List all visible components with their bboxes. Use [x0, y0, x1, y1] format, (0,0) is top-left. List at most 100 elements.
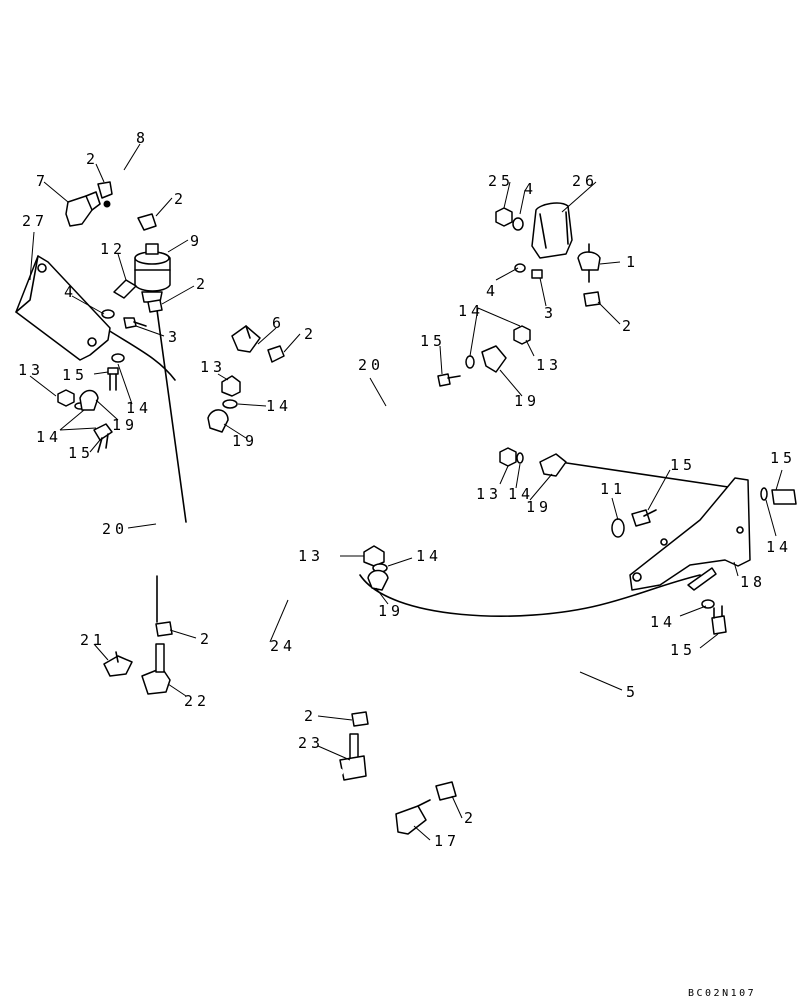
callout-2-c: 2	[196, 275, 209, 293]
hose-20-vertical	[153, 436, 162, 579]
bolt-15-d	[631, 509, 657, 527]
callout-15-b: 15	[68, 444, 94, 462]
callout-22: 22	[184, 692, 210, 710]
clamp-19-e	[367, 569, 389, 591]
callout-14-e: 14	[508, 485, 534, 503]
nut-13-b	[221, 375, 241, 397]
bracket-18	[629, 477, 751, 591]
clamp-6	[231, 325, 261, 353]
nut-13-a	[57, 389, 75, 407]
callout-13-e: 13	[298, 547, 324, 565]
callout-25: 25	[488, 172, 514, 190]
bolt-3-b	[531, 269, 543, 279]
callout-13-d: 13	[476, 485, 502, 503]
tube-23	[272, 733, 367, 820]
callout-12: 12	[100, 240, 126, 258]
fitting-2-c	[147, 299, 163, 313]
drawing-code: BC02N107	[688, 988, 756, 999]
hose-20-loop	[145, 369, 471, 541]
parts	[15, 166, 797, 835]
callout-19-e: 19	[378, 602, 404, 620]
washer-14-c	[465, 355, 475, 369]
callout-20-a: 20	[358, 356, 384, 374]
elbow-7	[65, 191, 101, 227]
callout-6: 6	[272, 314, 285, 332]
callout-17: 17	[434, 832, 460, 850]
callout-14-a: 14	[36, 428, 62, 446]
callout-5: 5	[626, 683, 639, 701]
clamp-12	[113, 279, 137, 299]
fitting-2-d	[267, 345, 285, 363]
hose-8	[113, 166, 141, 215]
grommet-11	[611, 518, 625, 538]
callout-2-h: 2	[464, 809, 477, 827]
callout-2-g: 2	[304, 707, 317, 725]
fitting-2-e	[583, 291, 601, 307]
callout-14-d: 14	[458, 302, 484, 320]
callout-19-c: 19	[514, 392, 540, 410]
callout-15-e: 15	[770, 449, 796, 467]
callout-2-e: 2	[622, 317, 635, 335]
fitting-2-f	[155, 575, 173, 637]
bolt-15-b	[93, 423, 113, 453]
callout-24: 24	[270, 637, 296, 655]
callout-20-b: 20	[102, 520, 128, 538]
bracket-26	[531, 202, 573, 259]
clamp-19-a	[79, 389, 99, 411]
callout-3-a: 3	[168, 328, 181, 346]
callout-4-c: 4	[524, 180, 537, 198]
callout-21: 21	[80, 631, 106, 649]
callout-18: 18	[740, 573, 766, 591]
callout-26: 26	[572, 172, 598, 190]
callout-14-c: 14	[266, 397, 292, 415]
washer-4-d	[514, 263, 526, 273]
bolt-15-a	[107, 367, 119, 391]
nut-13-d	[499, 447, 517, 467]
callout-2-b: 2	[174, 190, 187, 208]
callout-13-b: 13	[200, 358, 226, 376]
clamp-19-b	[207, 409, 229, 433]
bolt-15-c	[437, 373, 461, 387]
tee-22	[141, 643, 171, 695]
hose-5	[456, 312, 592, 794]
nut-13-e	[363, 545, 385, 567]
callout-13-a: 13	[18, 361, 44, 379]
fuel-filter-9	[134, 243, 171, 303]
washer-4-b	[111, 353, 125, 363]
washer-14-d	[516, 452, 524, 464]
callout-8: 8	[136, 129, 149, 147]
callout-14-f: 14	[766, 538, 792, 556]
callout-15-f: 15	[670, 641, 696, 659]
elbow-17	[395, 799, 431, 835]
fitting-2-a	[97, 181, 113, 208]
fitting-2-g	[351, 711, 369, 727]
callout-15-c: 15	[420, 332, 446, 350]
callout-9: 9	[190, 232, 203, 250]
washer-14-b	[222, 399, 238, 409]
callout-15-d: 15	[670, 456, 696, 474]
bolt-15-e	[771, 489, 797, 505]
callout-19-b: 19	[232, 432, 258, 450]
callout-2-d: 2	[304, 325, 317, 343]
nut-13-c	[513, 325, 531, 345]
callout-7: 7	[36, 172, 49, 190]
callout-11: 11	[600, 480, 626, 498]
washer-14-e	[760, 487, 768, 501]
bolt-15-f	[711, 605, 727, 635]
callout-2-f: 2	[200, 630, 213, 648]
callout-4-b: 4	[486, 282, 499, 300]
hose-24	[186, 521, 358, 706]
callout-1: 1	[626, 253, 639, 271]
callout-23: 23	[298, 734, 324, 752]
fitting-2-h	[435, 781, 457, 801]
callout-14-g: 14	[416, 547, 442, 565]
callout-4-a: 4	[64, 283, 77, 301]
washer-4-c	[512, 217, 524, 231]
bolt-3-a	[123, 317, 147, 329]
callout-27: 27	[22, 212, 48, 230]
callout-3-b: 3	[544, 304, 557, 322]
bracket-27	[15, 255, 111, 361]
callout-labels: 1 2 2 2 2 2 2 2 2 2 3 3 4 4 4 5 6 7 8 9 …	[18, 129, 796, 850]
callout-15-a: 15	[62, 366, 88, 384]
